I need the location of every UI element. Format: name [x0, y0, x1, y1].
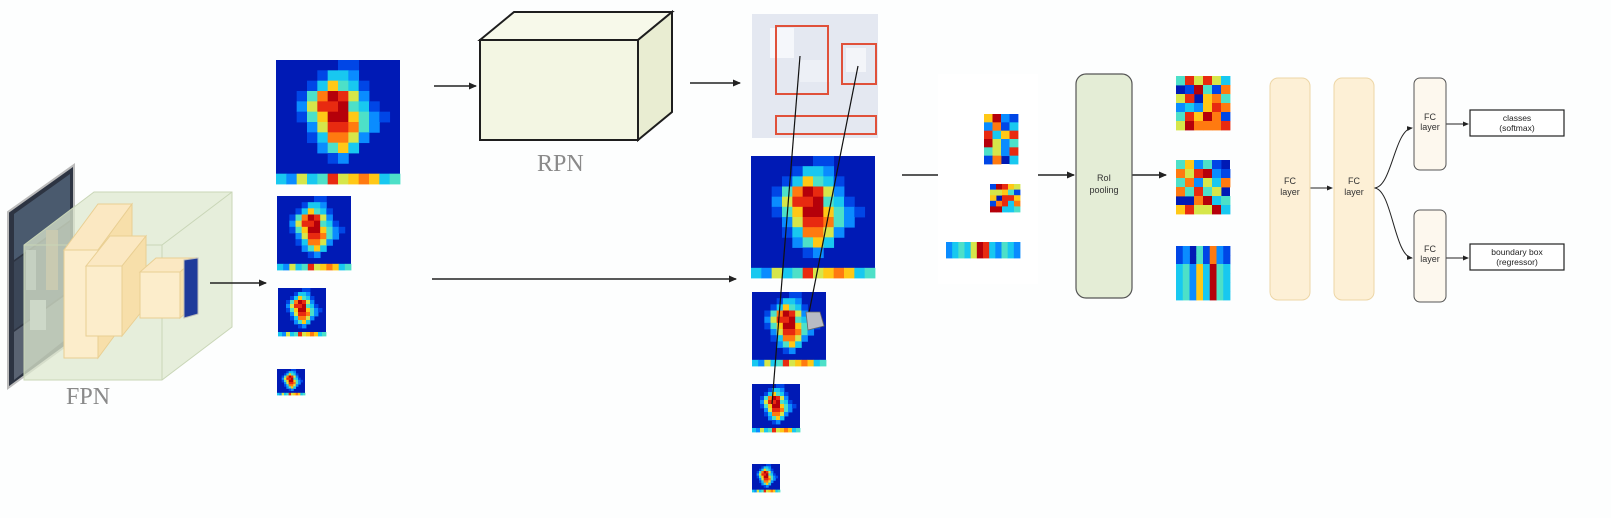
proposal-box	[775, 115, 877, 135]
fc-layer-box	[1333, 77, 1375, 301]
pyramid-map-p5	[752, 464, 781, 493]
proposal-image	[752, 14, 878, 138]
boundary-box-label: boundary box	[1491, 247, 1543, 257]
fpn-block: FPN	[7, 163, 233, 410]
cropped-roi-map	[984, 114, 1019, 165]
proposal-box	[841, 43, 877, 85]
fpn-layers	[63, 202, 199, 360]
svg-text:layer: layer	[1280, 187, 1300, 197]
proposal-box	[775, 25, 829, 95]
cropped-roi-map	[990, 184, 1021, 213]
fc-layer-box	[1413, 209, 1447, 303]
pyramid-map-p2	[276, 60, 401, 185]
arrows	[210, 79, 1469, 287]
pooled-roi-map	[1176, 76, 1231, 131]
softmax-label: (softmax)	[1499, 123, 1535, 133]
classes-output-box	[1469, 109, 1565, 137]
svg-text:FC: FC	[1284, 176, 1296, 186]
cropped-roi-map	[946, 242, 1021, 259]
projection-lines	[771, 55, 859, 405]
pooled-roi-map	[1176, 246, 1231, 301]
svg-text:layer: layer	[1420, 254, 1440, 264]
rpn-block: RPN	[477, 9, 675, 177]
svg-text:layer: layer	[1344, 187, 1364, 197]
pyramid-map-p2	[751, 156, 876, 279]
svg-text:layer: layer	[1420, 122, 1440, 132]
pooling-label: pooling	[1089, 185, 1118, 195]
classes-label: classes	[1503, 113, 1531, 123]
pyramid-map-p4	[278, 288, 327, 337]
pooled-roi-map	[1176, 160, 1231, 215]
heatmaps	[276, 60, 1231, 493]
fpn-label: FPN	[66, 384, 110, 410]
roi-pooling-block: RoI pooling	[1075, 73, 1133, 299]
svg-text:FC: FC	[1424, 244, 1436, 254]
fc-layers: FC layer FC layer FC layer FC layer	[1269, 77, 1447, 303]
svg-text:FC: FC	[1348, 176, 1360, 186]
svg-text:FC: FC	[1424, 112, 1436, 122]
rpn-box	[479, 39, 639, 141]
outputs: classes (softmax) boundary box (regresso…	[1469, 109, 1565, 271]
pyramid-map-p3	[752, 292, 827, 367]
boundary-box-output-box	[1469, 243, 1565, 271]
roi-label: RoI	[1097, 173, 1111, 183]
pyramid-map-p5	[277, 369, 306, 396]
roi-pooling-box	[1075, 73, 1133, 299]
arrow-right-icon	[1373, 126, 1413, 189]
pyramid-map-p3	[277, 196, 352, 271]
fpn-output-map	[183, 257, 199, 319]
pyramid-map-p4	[752, 384, 801, 433]
regressor-label: (regressor)	[1496, 257, 1538, 267]
fc-layer-box	[1269, 77, 1311, 301]
rpn-label: RPN	[537, 151, 584, 177]
arrow-right-icon	[1373, 187, 1413, 260]
fc-layer-box	[1413, 77, 1447, 171]
